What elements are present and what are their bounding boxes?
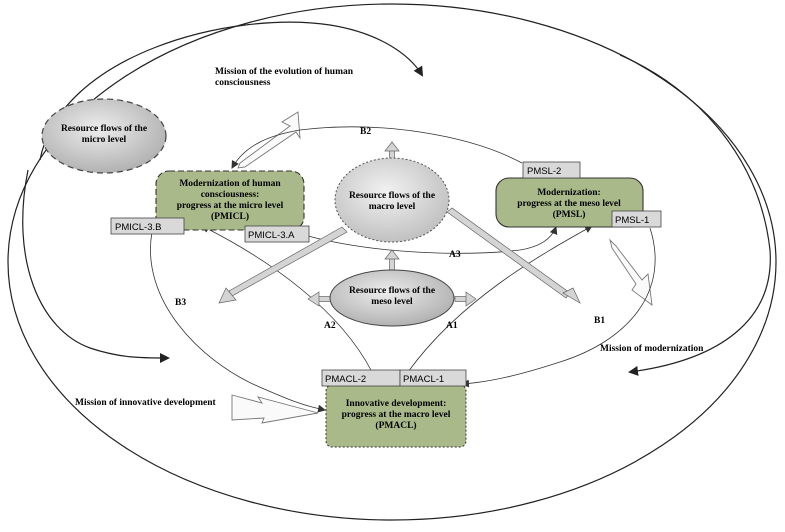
pointer-arrow-to-pmsl	[609, 238, 653, 306]
pmicl-line1: Modernization of human	[179, 179, 281, 189]
pmacl-line2: progress at the macro level	[342, 410, 451, 420]
meso-flows-line2: meso level	[371, 297, 413, 307]
micro-flows-line2: micro level	[82, 135, 127, 145]
pmacl-line3: (PMACL)	[375, 420, 416, 431]
pmsl-line2: progress at the meso level	[517, 199, 621, 209]
tag-pmicl-3b: PMICL-3.B	[110, 217, 185, 235]
edge-label-a2: A2	[324, 321, 336, 331]
micro-flows-ellipse	[41, 98, 167, 174]
micro-flows-line1: Resource flows of the	[61, 124, 147, 134]
edge-a1	[407, 225, 593, 373]
outer-boundary-ellipse	[7, 3, 777, 521]
evolution-mission-arrow	[39, 21, 424, 161]
innovative-mission-label: Mission of innovative development	[75, 398, 216, 408]
meso-arrow-right	[454, 291, 477, 307]
macro-arrow-down-right	[446, 207, 581, 304]
pmicl-box	[155, 170, 305, 231]
pointer-arrow-to-pmacl	[231, 394, 319, 424]
pmicl-line4: (PMICL)	[211, 211, 249, 222]
edge-b2	[231, 126, 523, 169]
tag-pmacl-2: PMACL-2	[321, 369, 401, 387]
meso-arrow-left	[307, 291, 333, 307]
edge-label-b1: B1	[594, 316, 605, 326]
pmsl-line1: Modernization:	[537, 188, 600, 198]
evolution-mission-label-1: Mission of the evolution of human	[215, 67, 354, 77]
edge-a3	[307, 226, 558, 254]
edge-b1	[461, 227, 656, 388]
macro-flows-line2: macro level	[369, 202, 416, 212]
pmicl-line3: progress at the micro level	[177, 201, 284, 211]
svg-text:PMACL-1: PMACL-1	[403, 374, 444, 385]
macro-flows-line1: Resource flows of the	[349, 191, 435, 201]
pmicl-line2: consciousness:	[201, 190, 260, 200]
edge-b3	[150, 231, 326, 413]
pmsl-line3: (PMSL)	[553, 209, 586, 220]
edge-label-a3: A3	[449, 250, 461, 260]
tag-pmsl-2: PMSL-2	[522, 161, 581, 179]
svg-text:PMSL-1: PMSL-1	[615, 215, 649, 226]
svg-text:PMICL-3.B: PMICL-3.B	[115, 222, 161, 233]
macro-flows-ellipse	[334, 157, 450, 243]
modernization-mission-arrow	[619, 54, 771, 376]
edge-label-a1: A1	[446, 321, 458, 331]
svg-text:PMICL-3.A: PMICL-3.A	[248, 230, 295, 241]
edge-label-b3: B3	[175, 298, 186, 308]
svg-text:PMACL-2: PMACL-2	[325, 374, 366, 385]
modernization-mission-label: Mission of modernization	[600, 344, 704, 354]
tag-pmicl-3a: PMICL-3.A	[244, 225, 310, 243]
svg-text:PMSL-2: PMSL-2	[527, 166, 561, 177]
meso-flows-line1: Resource flows of the	[349, 286, 435, 296]
meso-arrow-up	[384, 249, 400, 271]
tag-pmacl-1: PMACL-1	[399, 369, 467, 387]
pointer-arrow-to-pmicl	[237, 111, 301, 169]
evolution-mission-label-2: consciousness	[215, 78, 271, 88]
innovative-mission-arrow	[22, 169, 170, 363]
macro-arrow-down-left	[218, 226, 348, 304]
pmacl-line1: Innovative development:	[346, 399, 447, 409]
tag-pmsl-1: PMSL-1	[611, 210, 662, 228]
edge-label-b2: B2	[360, 127, 371, 137]
meso-flows-ellipse	[329, 269, 455, 327]
edge-a2	[201, 225, 373, 373]
